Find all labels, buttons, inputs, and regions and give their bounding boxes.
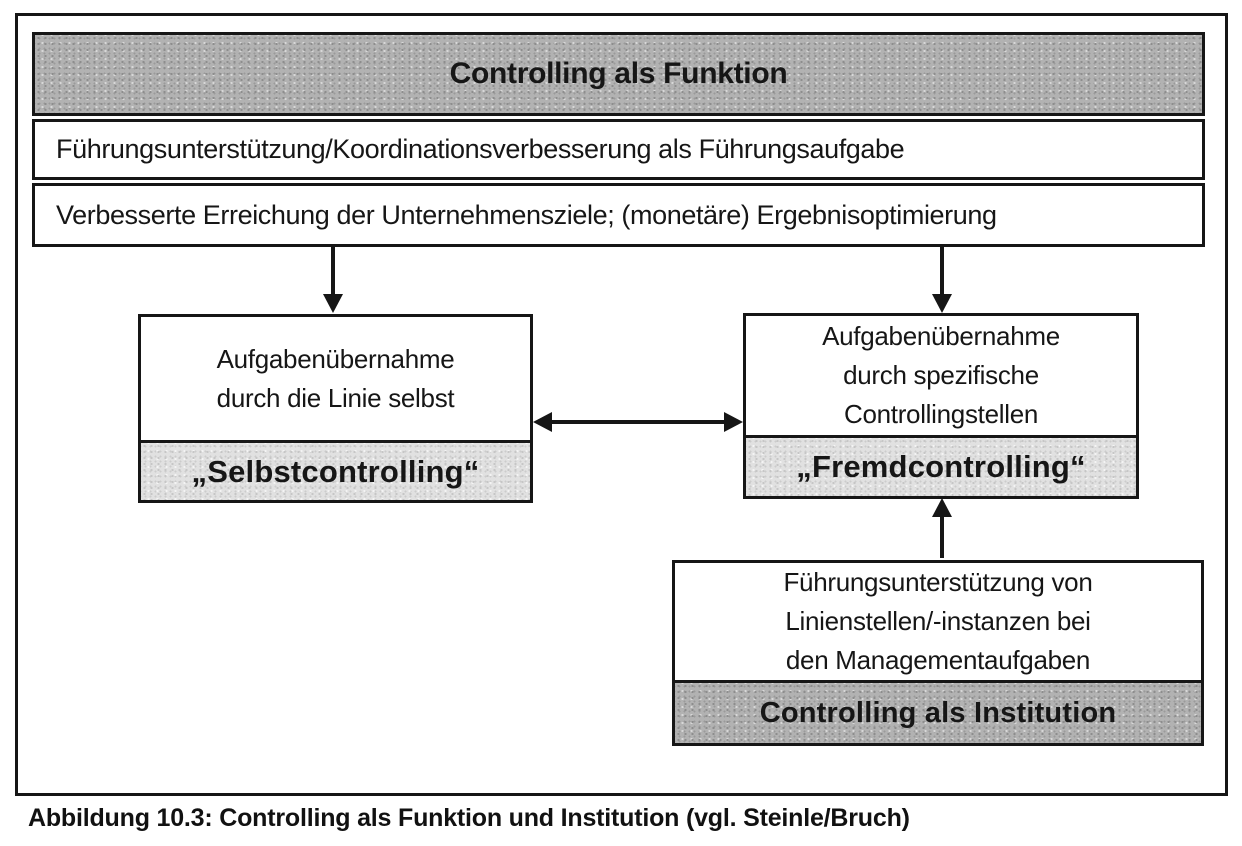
figure-caption: Abbildung 10.3: Controlling als Funktion… — [28, 804, 910, 832]
controlling-als-institution-box: Führungsunterstützung von Linienstellen/… — [672, 560, 1204, 746]
selbstcontrolling-box: Aufgabenübernahme durch die Linie selbst… — [138, 314, 533, 503]
fremdcontrolling-label: „Fremdcontrolling“ — [746, 435, 1136, 496]
row-verbesserte-erreichung-text: Verbesserte Erreichung der Unternehmensz… — [56, 199, 997, 230]
institution-body-text: Führungsunterstützung von Linienstellen/… — [783, 567, 1093, 675]
fremdcontrolling-body-text: Aufgabenübernahme durch spezifische Cont… — [822, 321, 1060, 429]
header-title: Controlling als Funktion — [449, 57, 788, 90]
selbstcontrolling-label: „Selbstcontrolling“ — [141, 440, 530, 500]
controlling-als-funktion-block: Controlling als Funktion Führungsunterst… — [32, 32, 1205, 247]
row-verbesserte-erreichung: Verbesserte Erreichung der Unternehmensz… — [32, 183, 1205, 247]
controlling-als-institution-label: Controlling als Institution — [675, 680, 1201, 743]
header-controlling-als-funktion: Controlling als Funktion — [32, 32, 1205, 116]
selbstcontrolling-body-text: Aufgabenübernahme durch die Linie selbst — [216, 343, 455, 413]
row-fuehrungsunterstuetzung-text: Führungsunterstützung/Koordinationsverbe… — [56, 134, 905, 164]
fremdcontrolling-box: Aufgabenübernahme durch spezifische Cont… — [743, 313, 1139, 499]
row-fuehrungsunterstuetzung: Führungsunterstützung/Koordinationsverbe… — [32, 119, 1205, 180]
